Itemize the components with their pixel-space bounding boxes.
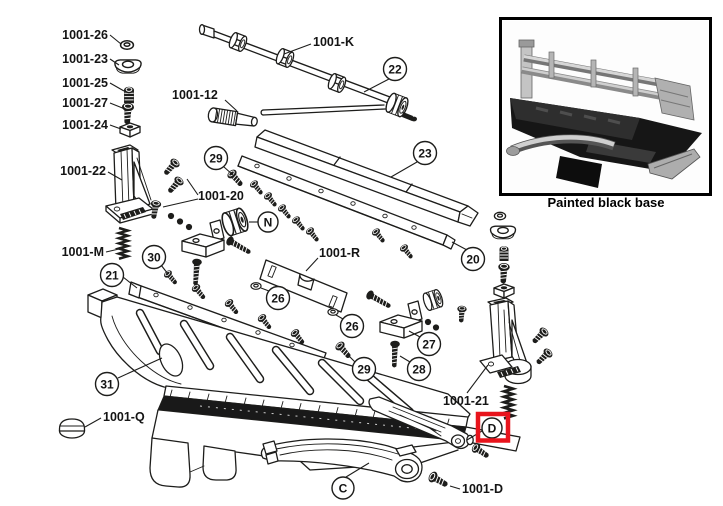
svg-text:N: N xyxy=(264,216,273,230)
callout-23: 23 xyxy=(412,140,438,166)
callout-27: 27 xyxy=(416,331,442,357)
part-screw-1001-27 xyxy=(120,102,135,126)
svg-text:29: 29 xyxy=(357,363,371,377)
callout-22: 22 xyxy=(382,56,408,82)
svg-text:31: 31 xyxy=(100,378,114,392)
label-1001-12: 1001-12 xyxy=(172,88,218,102)
part-1001-q-foot xyxy=(58,418,86,439)
label-1001-23: 1001-23 xyxy=(62,52,108,66)
callout-28: 28 xyxy=(406,356,432,382)
inset-caption: Painted black base xyxy=(547,195,664,210)
part-23-rail xyxy=(254,129,479,227)
svg-text:30: 30 xyxy=(147,251,161,265)
label-1001-d: 1001-D xyxy=(462,482,503,496)
part-1001-k-shaft xyxy=(198,24,391,104)
label-1001-25: 1001-25 xyxy=(62,76,108,90)
callout-26-left: 26 xyxy=(265,285,291,311)
part-1001-21-screws xyxy=(529,325,555,368)
label-1001-r: 1001-R xyxy=(319,246,360,260)
callout-26-mid: 26 xyxy=(339,313,365,339)
inset-photo-image xyxy=(503,21,708,192)
callout-29-bottom: 29 xyxy=(351,356,377,382)
part-bolt-1001-25 xyxy=(123,86,135,104)
label-1001-24: 1001-24 xyxy=(62,118,108,132)
svg-text:D: D xyxy=(488,422,497,436)
part-1001-m-spring xyxy=(117,226,129,261)
part-d-arm xyxy=(368,396,474,450)
part-1001-21-post xyxy=(479,297,532,385)
label-1001-21: 1001-21 xyxy=(443,394,489,408)
part-22-rod-and-wheel xyxy=(260,91,417,122)
svg-text:29: 29 xyxy=(209,152,223,166)
svg-text:26: 26 xyxy=(345,320,359,334)
part-1001-22-post xyxy=(105,144,154,224)
part-carriage-bracket-right xyxy=(364,287,446,339)
callout-20: 20 xyxy=(460,246,486,272)
part-washer-1001-26 xyxy=(119,39,135,51)
svg-text:C: C xyxy=(339,482,348,496)
label-1001-q: 1001-Q xyxy=(103,410,145,424)
callout-31: 31 xyxy=(94,371,120,397)
callout-c: C xyxy=(331,476,355,500)
callout-21: 21 xyxy=(99,262,125,288)
part-1001-12-roller xyxy=(207,107,258,127)
label-1001-22: 1001-22 xyxy=(60,164,106,178)
label-1001-27: 1001-27 xyxy=(62,96,108,110)
label-1001-26: 1001-26 xyxy=(62,28,108,42)
part-20-strip xyxy=(237,155,456,250)
part-1001-r-plate xyxy=(259,259,348,313)
part-n-pulley xyxy=(219,206,251,238)
part-right-stack xyxy=(489,211,517,299)
leader-lines xyxy=(84,34,489,490)
label-1001-20: 1001-20 xyxy=(198,189,244,203)
svg-text:27: 27 xyxy=(422,338,436,352)
svg-text:22: 22 xyxy=(388,63,402,77)
part-screw-30 xyxy=(162,268,180,287)
part-31-base xyxy=(87,288,521,488)
part-wingnut-1001-23 xyxy=(114,59,142,74)
part-screw-1001-d xyxy=(426,469,451,491)
svg-text:26: 26 xyxy=(271,292,285,306)
inset-photo: Painted black base xyxy=(499,17,712,210)
callout-30: 30 xyxy=(141,244,167,270)
part-screw-28 xyxy=(388,340,401,369)
label-1001-k: 1001-K xyxy=(313,35,354,49)
svg-text:23: 23 xyxy=(418,147,432,161)
svg-text:20: 20 xyxy=(466,253,480,267)
callout-29-top: 29 xyxy=(203,145,229,171)
part-sqnut-1001-24 xyxy=(119,122,141,138)
part-number-labels: 1001-26 1001-23 1001-25 1001-27 1001-24 … xyxy=(60,28,503,496)
part-c-arm xyxy=(260,438,423,483)
part-washer-26-left xyxy=(250,282,262,290)
svg-text:21: 21 xyxy=(105,269,119,283)
label-1001-m: 1001-M xyxy=(62,245,104,259)
callout-n: N xyxy=(257,211,279,233)
callout-bubbles: 22 23 29 N 20 30 21 26 xyxy=(94,56,503,500)
highlight-box-d xyxy=(475,411,511,443)
callout-d[interactable]: D xyxy=(481,417,503,439)
part-1001-20-screws xyxy=(147,156,193,231)
part-washer-26-mid xyxy=(327,308,339,316)
svg-text:28: 28 xyxy=(412,363,426,377)
